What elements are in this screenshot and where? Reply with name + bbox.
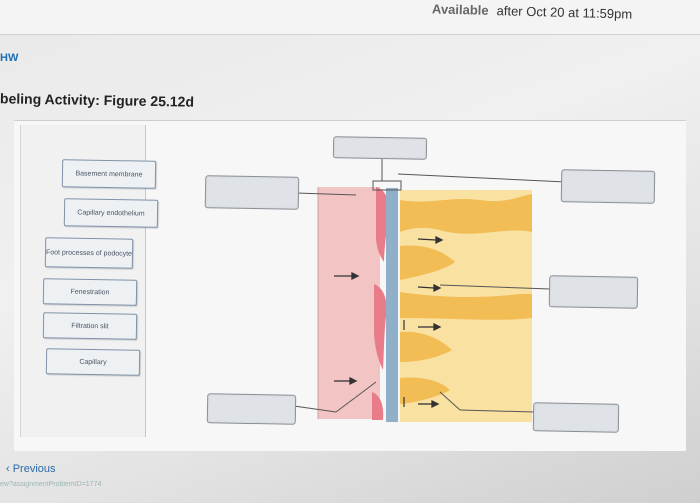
- drop-target-top[interactable]: [333, 136, 427, 160]
- leader-line-right-top: [398, 174, 566, 182]
- previous-link[interactable]: ‹ Previous: [6, 463, 56, 475]
- status-url: ew?assignmentProblemID=1774: [0, 481, 101, 488]
- drop-target-right-top[interactable]: [561, 169, 656, 204]
- drop-target-left-top[interactable]: [205, 175, 300, 210]
- drop-target-right-mid[interactable]: [549, 275, 639, 309]
- drop-target-bottom-right[interactable]: [533, 402, 619, 432]
- basement-membrane: [386, 188, 398, 422]
- blood-region: [318, 187, 380, 419]
- drop-target-bottom-left[interactable]: [207, 393, 297, 425]
